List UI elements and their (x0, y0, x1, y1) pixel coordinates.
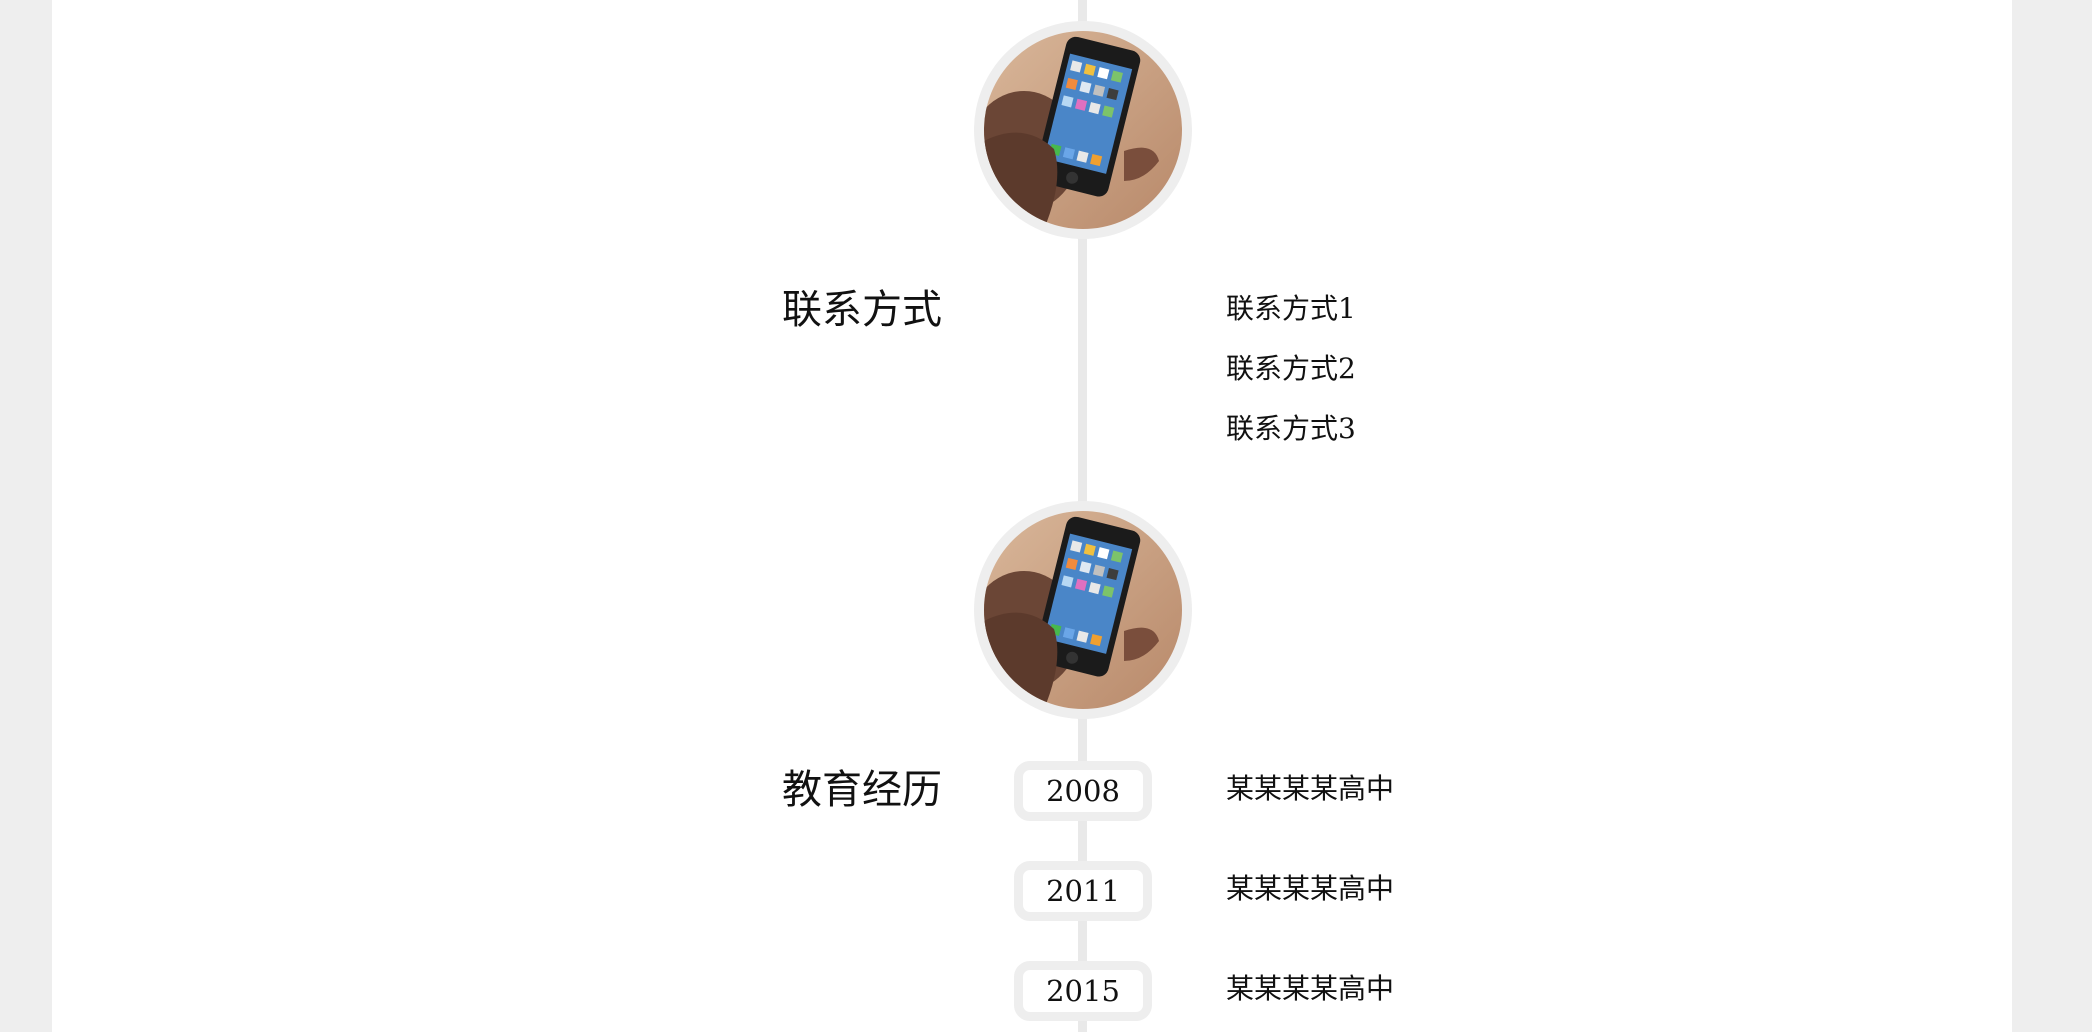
resume-page: 联系方式 联系方式1 联系方式2 联系方式3 (52, 0, 2012, 1032)
school-name: 某某某某高中 (1226, 872, 1395, 905)
education-avatar (974, 501, 1192, 719)
contact-item-3: 联系方式3 (1226, 412, 1356, 445)
education-section-title: 教育经历 (782, 767, 942, 813)
phone-photo-icon (984, 31, 1182, 229)
year-badge: 2011 (1014, 861, 1152, 921)
school-name: 某某某某高中 (1226, 772, 1395, 805)
phone-photo-icon (984, 511, 1182, 709)
contact-item-2: 联系方式2 (1226, 352, 1356, 385)
year-badge: 2008 (1014, 761, 1152, 821)
contact-section-title: 联系方式 (782, 287, 942, 333)
school-name: 某某某某高中 (1226, 972, 1395, 1005)
contact-avatar (974, 21, 1192, 239)
year-badge: 2015 (1014, 961, 1152, 1021)
contact-item-1: 联系方式1 (1226, 292, 1356, 325)
